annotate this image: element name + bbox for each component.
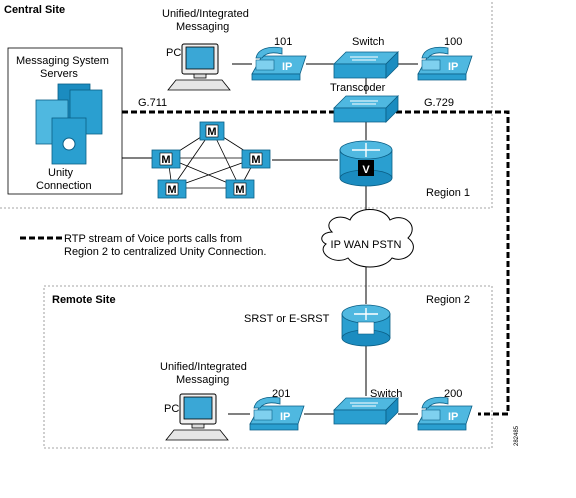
- ip-badge-200: IP: [448, 411, 458, 423]
- ip-phone-201-icon: [249, 396, 305, 431]
- cluster-node-bottom-left-label: M: [167, 184, 176, 196]
- ip-phone-100-icon: [417, 46, 473, 81]
- remote-site-boundary: [43, 285, 493, 449]
- central-pc-label: PC: [166, 47, 181, 59]
- remote-um-label-1: Unified/Integrated: [160, 361, 247, 373]
- central-um-label-2: Messaging: [176, 21, 229, 33]
- phone-201-label: 201: [272, 388, 290, 400]
- codec-g711-label: G.711: [138, 97, 167, 109]
- cluster-node-bottom-left: [157, 179, 187, 199]
- messaging-servers-title-2: Servers: [40, 68, 78, 80]
- figure-id: 282485: [514, 425, 520, 446]
- central-site-title: Central Site: [4, 4, 65, 16]
- pc-remote-icon: [165, 393, 229, 441]
- pc-icon: [167, 43, 231, 91]
- central-site-boundary: [0, 0, 493, 209]
- cluster-node-top: [199, 121, 225, 141]
- transcoder-label: Transcoder: [330, 82, 386, 94]
- ip-phone-101-icon: [251, 46, 307, 81]
- cluster-node-left: [151, 149, 181, 169]
- central-switch-label: Switch: [352, 36, 384, 48]
- central-um-label-1: Unified/Integrated: [162, 8, 249, 20]
- remote-site-title: Remote Site: [52, 294, 116, 306]
- transcoder-icon: [333, 95, 399, 123]
- region-2-label: Region 2: [426, 294, 470, 306]
- legend-text-1: RTP stream of Voice ports calls from: [64, 233, 242, 245]
- phone-100-label: 100: [444, 36, 462, 48]
- cluster-node-bottom-right-label: M: [235, 184, 244, 196]
- ip-phone-200-icon: [417, 396, 473, 431]
- remote-switch-label: Switch: [370, 388, 402, 400]
- cluster-node-right-label: M: [251, 154, 260, 166]
- unity-label-2: Connection: [36, 180, 92, 192]
- phone-200-label: 200: [444, 388, 462, 400]
- remote-pc-label: PC: [164, 403, 179, 415]
- ip-badge-101: IP: [282, 61, 292, 73]
- cluster-node-top-label: M: [207, 126, 216, 138]
- switch-central-icon: [333, 51, 399, 79]
- unity-label-1: Unity: [48, 167, 74, 179]
- cluster-node-right: [241, 149, 271, 169]
- remote-um-label-2: Messaging: [176, 374, 229, 386]
- srst-router-icon: [341, 304, 391, 347]
- cluster-node-left-label: M: [161, 154, 170, 166]
- messaging-servers-title-1: Messaging System: [16, 55, 109, 67]
- ip-badge-100: IP: [448, 61, 458, 73]
- ip-wan-cloud-icon: [321, 209, 414, 268]
- region-1-label: Region 1: [426, 187, 470, 199]
- phone-101-label: 101: [274, 36, 292, 48]
- legend-text-2: Region 2 to centralized Unity Connection…: [64, 246, 266, 258]
- rtp-stream-g729: [396, 110, 510, 416]
- gateway-badge: V: [362, 164, 370, 176]
- wan-label: IP WAN PSTN: [331, 239, 402, 251]
- codec-g729-label: G.729: [424, 97, 454, 109]
- cluster-node-bottom-right: [225, 179, 255, 199]
- switch-remote-icon: [333, 397, 399, 425]
- srst-label: SRST or E-SRST: [244, 313, 330, 325]
- ip-badge-201: IP: [280, 411, 290, 423]
- voice-gateway-router-icon: [339, 140, 393, 187]
- messaging-server-icon: [35, 83, 103, 165]
